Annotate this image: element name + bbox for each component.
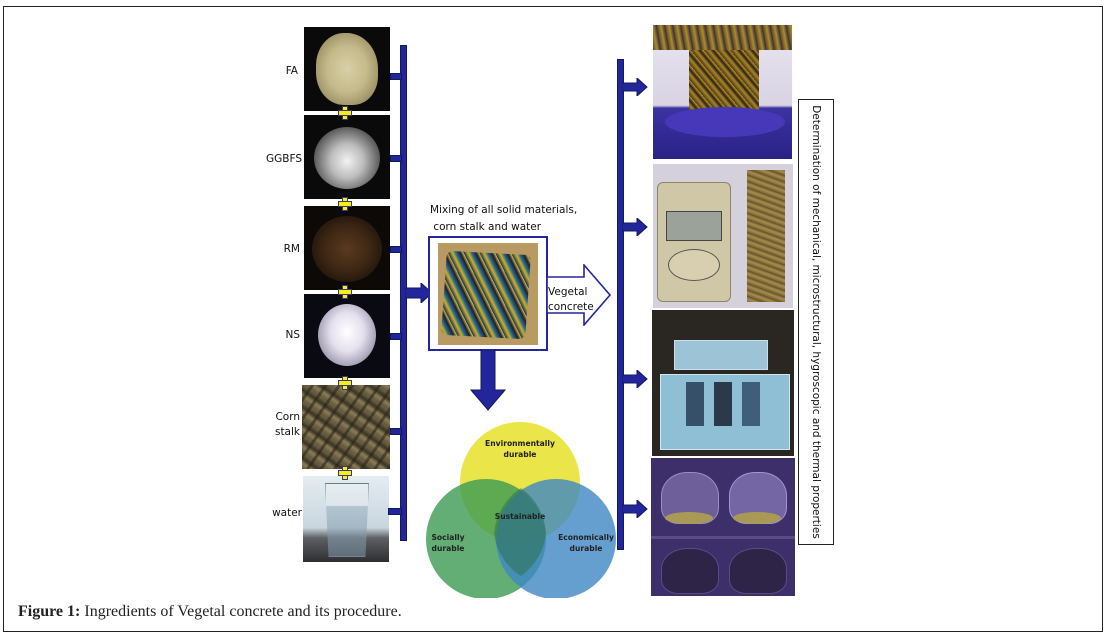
red-mud-powder-photo [304, 206, 390, 290]
corn-stalk-photo [302, 385, 390, 469]
connector-ggbfs [390, 155, 402, 162]
ingredient-label-rm: RM [283, 243, 300, 255]
connector-corn-stalk [390, 428, 402, 435]
plus-icon [338, 106, 352, 120]
venn-label-environmental-1: Environmentally [485, 439, 555, 448]
determination-box: Determination of mechanical, microstruct… [798, 99, 834, 545]
venn-label-sustainable: Sustainable [495, 512, 545, 521]
ingredient-label-stalk: stalk [274, 426, 300, 438]
ingredient-label-ggbfs: GGBFS [266, 153, 302, 165]
figure-caption: Figure 1: Ingredients of Vegetal concret… [18, 603, 402, 621]
ingredient-label-corn: Corn [275, 411, 300, 423]
connector-ns [390, 333, 402, 340]
testing-distribution-bar [617, 59, 624, 550]
ingredient-label-water: water [272, 507, 302, 519]
kd2-pro-thermal-analyzer-photo [653, 164, 793, 308]
vegetal-concrete-label: Vegetal concrete [548, 285, 594, 315]
connector-water [388, 508, 402, 515]
venn-circle-economic [496, 479, 616, 598]
nano-silica-powder-photo [304, 294, 390, 378]
vegetal-concrete-cube-photo [438, 243, 538, 345]
mixing-title-line2: corn stalk and water [430, 221, 542, 233]
vegetal-concrete-line2: concrete [548, 301, 594, 313]
figure-caption-text: Ingredients of Vegetal concrete and its … [80, 603, 402, 620]
arrow-to-compression-test-icon [622, 78, 648, 96]
determination-text: Determination of mechanical, microstruct… [810, 105, 822, 539]
venn-label-economic-1: Economically [558, 533, 614, 542]
plus-icon [338, 376, 352, 390]
figure-caption-label: Figure 1: [18, 603, 81, 620]
venn-label-economic-2: durable [570, 544, 603, 553]
mixing-box [428, 236, 548, 351]
compression-test-photo [653, 25, 792, 159]
water-absorption-trays-photo [652, 310, 794, 456]
arrow-to-hygroscopic-test-icon [622, 500, 648, 518]
plus-icon [338, 197, 352, 211]
arrow-to-sustainability-icon [470, 350, 506, 411]
desiccators-photo [651, 458, 795, 596]
sustainability-venn-diagram: Environmentally durable Sustainable Soci… [426, 422, 616, 598]
venn-label-environmental-2: durable [504, 450, 537, 459]
glass-of-water-photo [303, 476, 389, 562]
ingredient-label-ns: NS [285, 329, 300, 341]
vegetal-concrete-line1: Vegetal [548, 286, 588, 298]
venn-label-social-1: Socially [431, 533, 464, 542]
vegetal-concrete-output-arrow-icon [546, 264, 612, 326]
arrow-to-absorption-test-icon [622, 370, 648, 388]
plus-icon [338, 285, 352, 299]
fly-ash-powder-photo [304, 27, 390, 111]
slag-powder-photo [304, 115, 390, 199]
venn-center-region [494, 488, 546, 576]
mixing-title-line1: Mixing of all solid materials, [430, 204, 578, 216]
arrow-to-thermal-test-icon [622, 218, 648, 236]
connector-rm [390, 246, 402, 253]
mixing-title: Mixing of all solid materials, corn stal… [430, 202, 577, 236]
figure-frame [3, 6, 1103, 632]
ingredient-label-corn-stalk: Corn stalk [258, 410, 300, 440]
plus-icon [338, 466, 352, 480]
venn-label-social-2: durable [432, 544, 465, 553]
kd2-pro-device [657, 182, 731, 302]
arrow-to-mixing-icon [405, 283, 433, 303]
ingredient-label-fa: FA [285, 65, 298, 77]
connector-fa [390, 73, 402, 80]
